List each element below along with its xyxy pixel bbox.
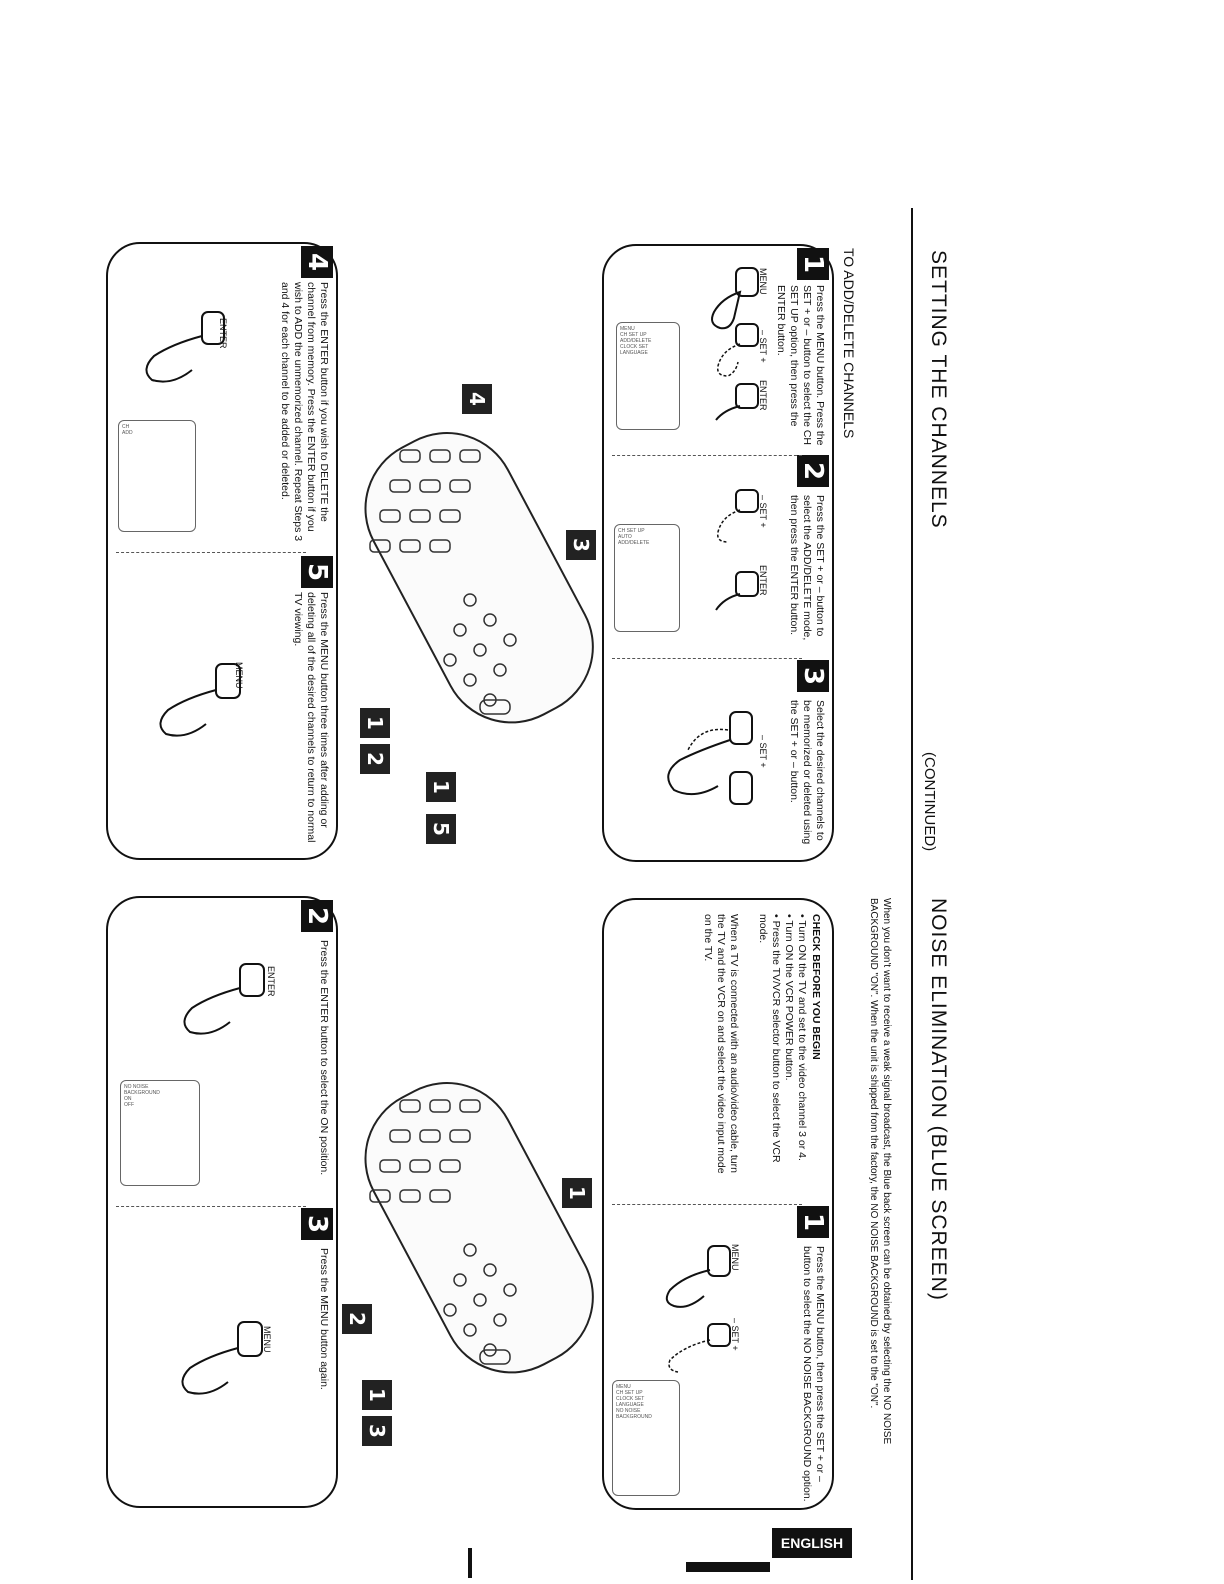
header-rule	[911, 208, 913, 1580]
check-item-2: • Turn ON the VCR POWER button.	[783, 914, 795, 1081]
remote-step-badge: 1	[562, 1178, 592, 1208]
add-delete-step4-text: Press the ENTER button if you wish to DE…	[279, 282, 330, 542]
divider	[612, 1204, 802, 1205]
step-4-badge: 4	[301, 246, 333, 278]
step-3-badge: 3	[797, 660, 829, 692]
hand-press-icon	[711, 267, 759, 421]
remote-step-badge: 3	[362, 1416, 392, 1446]
add-delete-step1-text: Press the MENU button. Press the SET + o…	[775, 285, 826, 446]
hand-press-icon	[667, 711, 753, 805]
noise-title: NOISE ELIMINATION (BLUE SCREEN)	[927, 898, 950, 1301]
remote-step-badge: 2	[342, 1304, 372, 1334]
remote-step-badge: 1	[360, 708, 390, 738]
hand-press-icon	[715, 489, 759, 611]
add-delete-step2-text: Press the SET + or – button to select th…	[788, 495, 826, 641]
remote-step-badge: 1	[362, 1380, 392, 1410]
divider	[612, 658, 802, 659]
step-5-badge: 5	[301, 556, 333, 588]
noise-step-2-badge: 2	[301, 900, 333, 932]
noise-panel-top	[602, 898, 834, 1510]
noise-step2-text: Press the ENTER button to select the ON …	[318, 940, 330, 1176]
remote-step-badge: 3	[566, 530, 596, 560]
language-tab: ENGLISH	[772, 1528, 852, 1558]
hand-press-icon	[159, 663, 241, 737]
check-item-1: • Turn ON the TV and set to the video ch…	[796, 914, 808, 1161]
noise-panel-bottom	[106, 896, 338, 1508]
divider	[116, 552, 306, 553]
noise-intro: When you don't want to receive a weak si…	[868, 898, 892, 1445]
add-delete-step3-text: Select the desired channels to be memori…	[788, 700, 826, 845]
noise-step-3-badge: 3	[301, 1208, 333, 1240]
hand-press-icon	[665, 1245, 731, 1373]
hand-press-icon	[145, 311, 225, 383]
step-1-badge: 1	[797, 248, 829, 280]
remote-buttons	[369, 1099, 517, 1365]
remote-buttons	[369, 449, 517, 715]
add-delete-panel-bottom	[106, 242, 338, 860]
divider	[612, 455, 802, 456]
noise-step-1-badge: 1	[797, 1206, 829, 1238]
hand-press-icon	[181, 1321, 263, 1395]
page-title: SETTING THE CHANNELS	[927, 250, 950, 529]
continued-label: (CONTINUED)	[921, 752, 938, 852]
step-2-badge: 2	[797, 455, 829, 487]
noise-step3-text: Press the MENU button again.	[318, 1248, 330, 1390]
tab-bar	[686, 1562, 770, 1572]
remote-step-badge: 5	[426, 814, 456, 844]
check-title: CHECK BEFORE YOU BEGIN	[810, 914, 822, 1060]
check-item-3: • Press the TV/VCR selector button to se…	[757, 914, 782, 1163]
remote-step-badge: 4	[462, 384, 492, 414]
check-note: When a TV is connected with an audio/vid…	[702, 914, 740, 1174]
remote-step-badge: 1	[426, 772, 456, 802]
remote-step-badge: 2	[360, 744, 390, 774]
section-title: TO ADD/DELETE CHANNELS	[841, 248, 857, 439]
hand-press-icon	[183, 963, 265, 1035]
add-delete-panel-top	[602, 244, 834, 862]
noise-step1-text: Press the MENU button, then press the SE…	[801, 1246, 826, 1502]
add-delete-step5-text: Press the MENU button three times after …	[292, 592, 330, 843]
page-mark	[468, 1548, 472, 1578]
divider	[116, 1206, 306, 1207]
